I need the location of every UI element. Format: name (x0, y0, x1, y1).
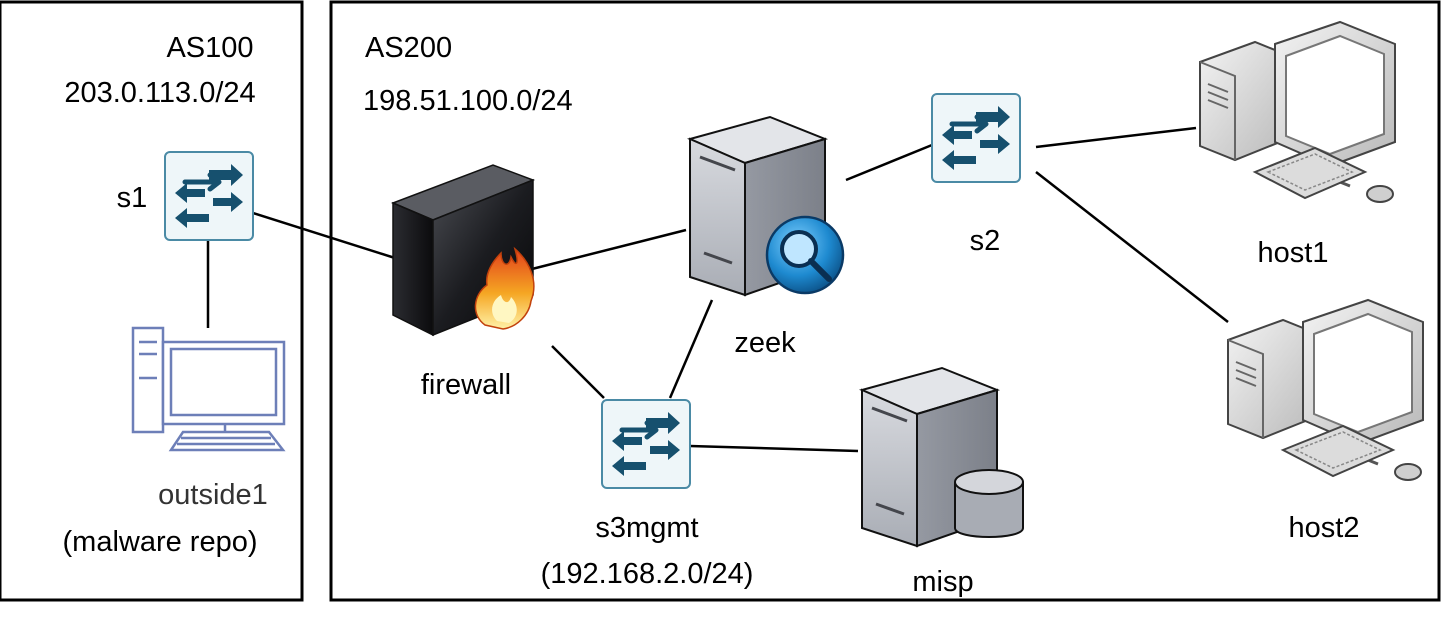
link-firewall-zeek (527, 228, 687, 272)
s3mgmt-label: s3mgmt (595, 512, 699, 544)
s1-label: s1 (116, 182, 148, 214)
as100-zone (0, 0, 304, 602)
link-zeek-s3mgmt (668, 299, 714, 399)
host2-label: host2 (1288, 512, 1360, 544)
s3mgmt-switch-icon (602, 400, 690, 488)
link-s2-host2 (1035, 171, 1229, 323)
firewall-icon (390, 164, 536, 337)
as100-name: AS100 (166, 32, 254, 64)
link-zeek-s2 (845, 143, 933, 182)
outside1-sublabel: (malware repo) (62, 526, 258, 558)
flame-icon (474, 246, 535, 330)
as200-subnet: 198.51.100.0/24 (363, 85, 573, 117)
s2-switch-icon (932, 94, 1020, 182)
zeek-label: zeek (734, 327, 796, 359)
as100-subnet: 203.0.113.0/24 (64, 77, 256, 109)
misp-label: misp (912, 566, 974, 598)
magnifier-icon (765, 215, 845, 295)
outside1-label: outside1 (158, 479, 268, 511)
s1-switch-icon (165, 152, 253, 240)
as200-name: AS200 (365, 32, 453, 64)
as200-zone (329, 0, 1441, 602)
host1-desktop-icon (1198, 20, 1397, 204)
host1-label: host1 (1257, 237, 1329, 269)
link-s1-firewall (252, 211, 396, 260)
database-icon (954, 469, 1024, 538)
s2-label: s2 (969, 225, 1001, 257)
firewall-label: firewall (420, 369, 512, 401)
s3mgmt-sublabel: (192.168.2.0/24) (540, 558, 754, 590)
link-s2-host1 (1035, 126, 1197, 149)
host2-desktop-icon (1226, 298, 1425, 482)
links (206, 126, 1229, 453)
link-s3mgmt-misp (689, 444, 859, 453)
outside1-workstation-icon (131, 326, 286, 452)
link-firewall-s3mgmt (551, 345, 605, 399)
